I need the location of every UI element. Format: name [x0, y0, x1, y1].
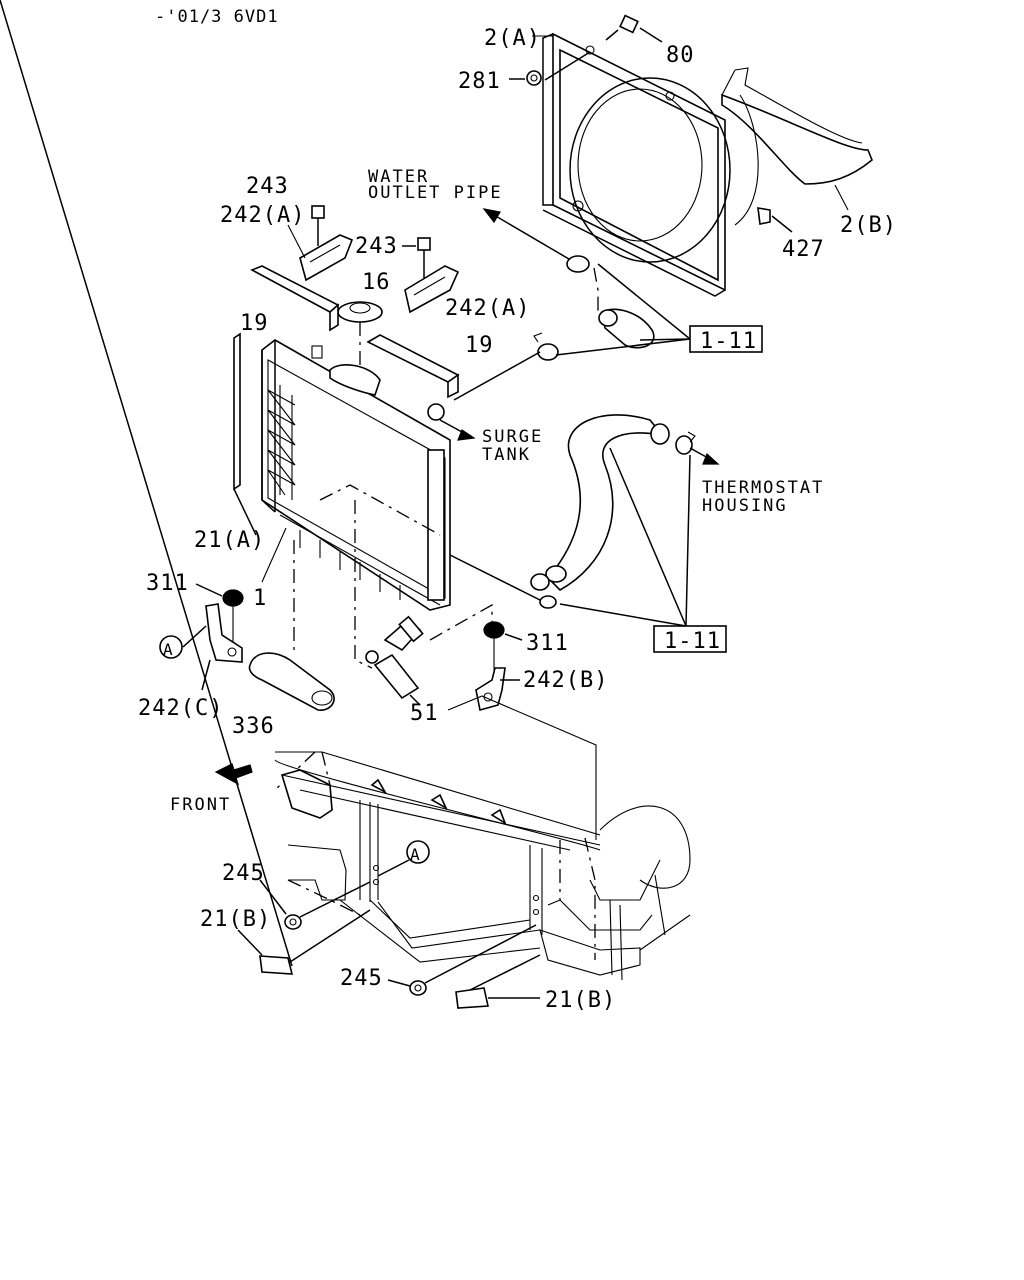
callout-2b: 2(B)	[840, 213, 897, 238]
bolt-80-icon	[605, 14, 663, 43]
note-surge-1: SURGE	[482, 427, 543, 447]
callout-243-right: 243	[355, 234, 398, 259]
svg-text:A: A	[410, 845, 421, 864]
marker-a-right: A	[377, 840, 430, 877]
nut-281-icon	[509, 70, 542, 86]
clip-427-icon	[757, 207, 793, 233]
seal-21a	[233, 332, 257, 536]
callout-311-right: 311	[526, 631, 569, 656]
nut-245-left	[259, 879, 371, 930]
callout-51: 51	[410, 701, 439, 726]
callout-245-left: 245	[222, 861, 265, 886]
note-front: FRONT	[170, 795, 231, 815]
callout-427: 427	[782, 237, 825, 262]
bracket-242a-left	[299, 205, 354, 282]
fan-shroud	[542, 32, 731, 297]
seal-19-right	[366, 334, 460, 399]
callout-242a-right: 242(A)	[445, 296, 530, 321]
callout-1-11-top: 1-11	[700, 329, 757, 354]
callout-21a: 21(A)	[194, 528, 265, 553]
vehicle-front-frame	[274, 751, 691, 981]
note-water-outlet-2: OUTLET PIPE	[368, 183, 503, 203]
callout-21b-right: 21(B)	[545, 988, 616, 1013]
callout-336: 336	[232, 714, 275, 739]
note-water-outlet-1: WATER	[368, 167, 429, 187]
callout-242a-left: 242(A)	[220, 203, 305, 228]
seal-21b-left	[0, 0, 371, 975]
diagram-code: -'01/3 6VD1	[155, 7, 279, 27]
bracket-242a-right	[402, 237, 460, 314]
radiator-core	[261, 339, 451, 669]
callout-1-11-bottom: 1-11	[664, 629, 721, 654]
pad-336	[248, 540, 335, 711]
note-thermostat-1: THERMOSTAT	[702, 478, 824, 498]
callout-19-left: 19	[240, 311, 269, 336]
callout-80: 80	[666, 43, 695, 68]
ref-box-1-11-top	[555, 263, 763, 356]
bracket-242c	[182, 603, 243, 691]
mount-311-left	[195, 583, 244, 650]
water-outlet-arrow-icon	[482, 208, 575, 263]
callout-242c: 242(C)	[138, 696, 223, 721]
drain-plug-51	[365, 603, 493, 706]
callout-2a: 2(A)	[484, 26, 541, 51]
marker-a-left: A	[159, 635, 183, 659]
bracket-242b	[447, 667, 597, 840]
svg-text:A: A	[163, 640, 174, 659]
upper-hose	[453, 255, 655, 401]
note-surge-2: TANK	[482, 445, 531, 465]
lower-hose	[449, 414, 696, 609]
callout-1: 1	[253, 586, 267, 611]
seal-21b-right	[455, 954, 541, 1009]
callout-245-right: 245	[340, 966, 383, 991]
note-thermostat-2: HOUSING	[702, 496, 788, 516]
callout-242b: 242(B)	[523, 668, 608, 693]
callout-16: 16	[362, 270, 391, 295]
callout-311-left: 311	[146, 571, 189, 596]
surge-tank-arrow-icon	[439, 419, 476, 441]
callout-21b-left: 21(B)	[200, 907, 271, 932]
fan-shroud-lower	[721, 67, 873, 226]
callout-281: 281	[458, 69, 501, 94]
thermostat-arrow-icon	[689, 447, 720, 465]
seal-19-left	[250, 265, 340, 332]
mount-311-right	[483, 621, 523, 670]
callout-243-left: 243	[246, 174, 289, 199]
ref-box-1-11-bottom	[559, 447, 727, 653]
callout-19-right: 19	[465, 333, 494, 358]
nut-245-right	[387, 924, 537, 996]
